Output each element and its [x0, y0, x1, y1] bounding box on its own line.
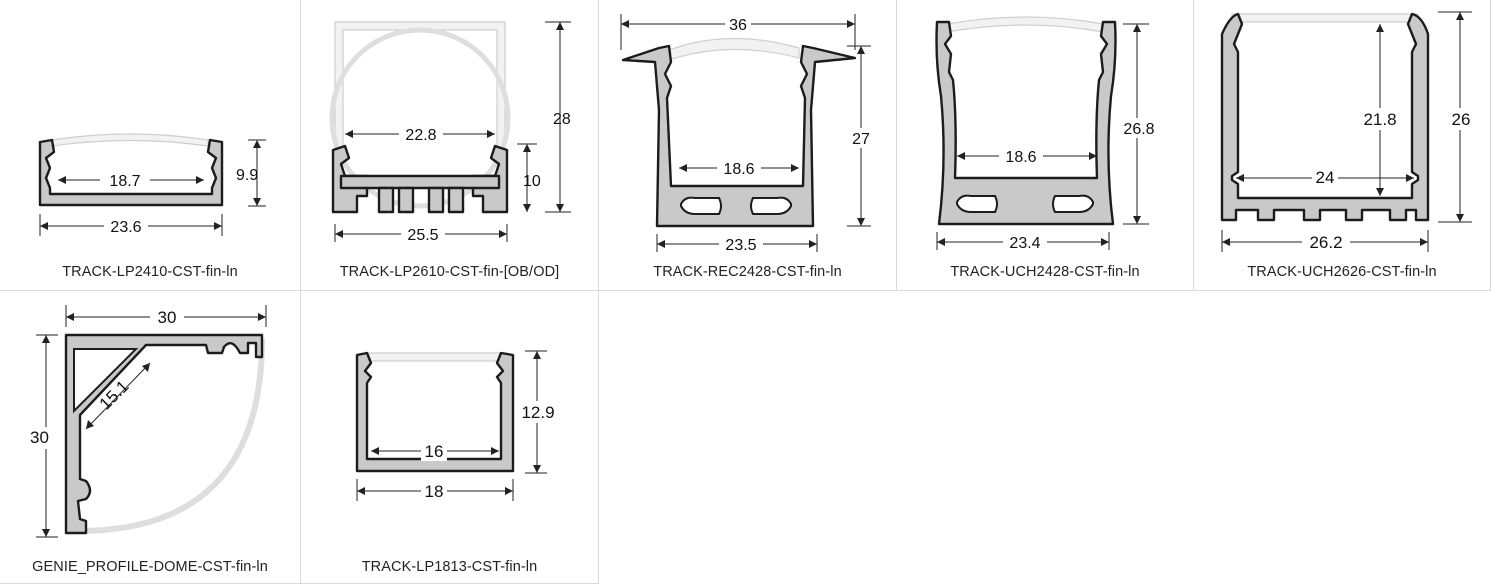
lp1813-outer-width: 18: [425, 482, 444, 501]
profile-card-uch2428[interactable]: 18.6 23.4 26.8 TRACK-UCH2428-CST-fin-ln: [897, 0, 1194, 291]
rec2428-height: 27: [852, 131, 870, 148]
rec2428-inner-width: 18.6: [723, 161, 754, 178]
lp1813-drawing: 16 18 12.9: [355, 350, 559, 501]
profile-card-uch2626[interactable]: 24 21.8 26.2 26 TRACK-UCH2626-CST-fin-ln: [1194, 0, 1491, 291]
uch2626-height: 26: [1452, 110, 1471, 129]
uch2626-inner-height: 21.8: [1363, 110, 1396, 129]
genie-dome-caption: GENIE_PROFILE-DOME-CST-fin-ln: [32, 559, 268, 575]
profile-card-lp1813[interactable]: 16 18 12.9 TRACK-LP1813-CST-fin-ln: [301, 291, 599, 584]
lp2410-outer-width: 23.6: [110, 219, 141, 236]
lp1813-inner-width: 16: [425, 442, 444, 461]
lp2410-drawing: 18.7 23.6 9.9: [38, 133, 266, 236]
profile-card-rec2428[interactable]: 36 18.6 23.5 27 TRACK-REC2428-CST-fin-ln: [599, 0, 897, 291]
uch2428-inner-width: 18.6: [1005, 149, 1036, 166]
profile-card-genie-dome[interactable]: 30 30 15.1 GENIE_PROFILE-DOME-CST-fin-ln: [0, 291, 301, 584]
lp2610-height: 28: [553, 111, 571, 128]
uch2626-caption: TRACK-UCH2626-CST-fin-ln: [1247, 264, 1437, 280]
lp2610-channel-height: 10: [523, 173, 541, 190]
rec2428-flange-width: 36: [729, 17, 747, 34]
lp1813-caption: TRACK-LP1813-CST-fin-ln: [361, 559, 538, 575]
uch2428-caption: TRACK-UCH2428-CST-fin-ln: [950, 264, 1140, 280]
uch2428-outer-width: 23.4: [1009, 235, 1040, 252]
lp2410-height: 9.9: [236, 167, 258, 184]
lp2610-inner-width: 22.8: [405, 127, 436, 144]
lp2610-drawing: 22.8 25.5 28 10: [329, 21, 571, 244]
genie-dome-width: 30: [158, 308, 177, 327]
rec2428-caption: TRACK-REC2428-CST-fin-ln: [653, 264, 842, 280]
genie-dome-height: 30: [30, 428, 49, 447]
lp2410-inner-width: 18.7: [109, 173, 140, 190]
uch2626-drawing: 24 21.8 26.2 26: [1220, 11, 1474, 252]
uch2626-outer-width: 26.2: [1309, 233, 1342, 252]
profile-card-lp2610[interactable]: 22.8 25.5 28 10 TRACK-LP2610-CST-fin-[OB…: [301, 0, 599, 291]
lp2610-caption: TRACK-LP2610-CST-fin-[OB/OD]: [339, 264, 560, 280]
lp2610-outer-width: 25.5: [407, 227, 438, 244]
lp2410-caption: TRACK-LP2410-CST-fin-ln: [62, 264, 238, 280]
profile-card-lp2410[interactable]: 18.7 23.6 9.9 TRACK-LP2410-CST-fin-ln: [0, 0, 301, 291]
lp1813-height: 12.9: [521, 403, 554, 422]
uch2428-height: 26.8: [1123, 121, 1154, 138]
rec2428-outer-width: 23.5: [725, 237, 756, 254]
rec2428-drawing: 36 18.6 23.5 27: [620, 14, 873, 254]
uch2626-inner-width: 24: [1316, 168, 1335, 187]
uch2428-drawing: 18.6 23.4 26.8: [935, 16, 1159, 252]
genie-dome-drawing: 30 30 15.1: [30, 305, 267, 538]
